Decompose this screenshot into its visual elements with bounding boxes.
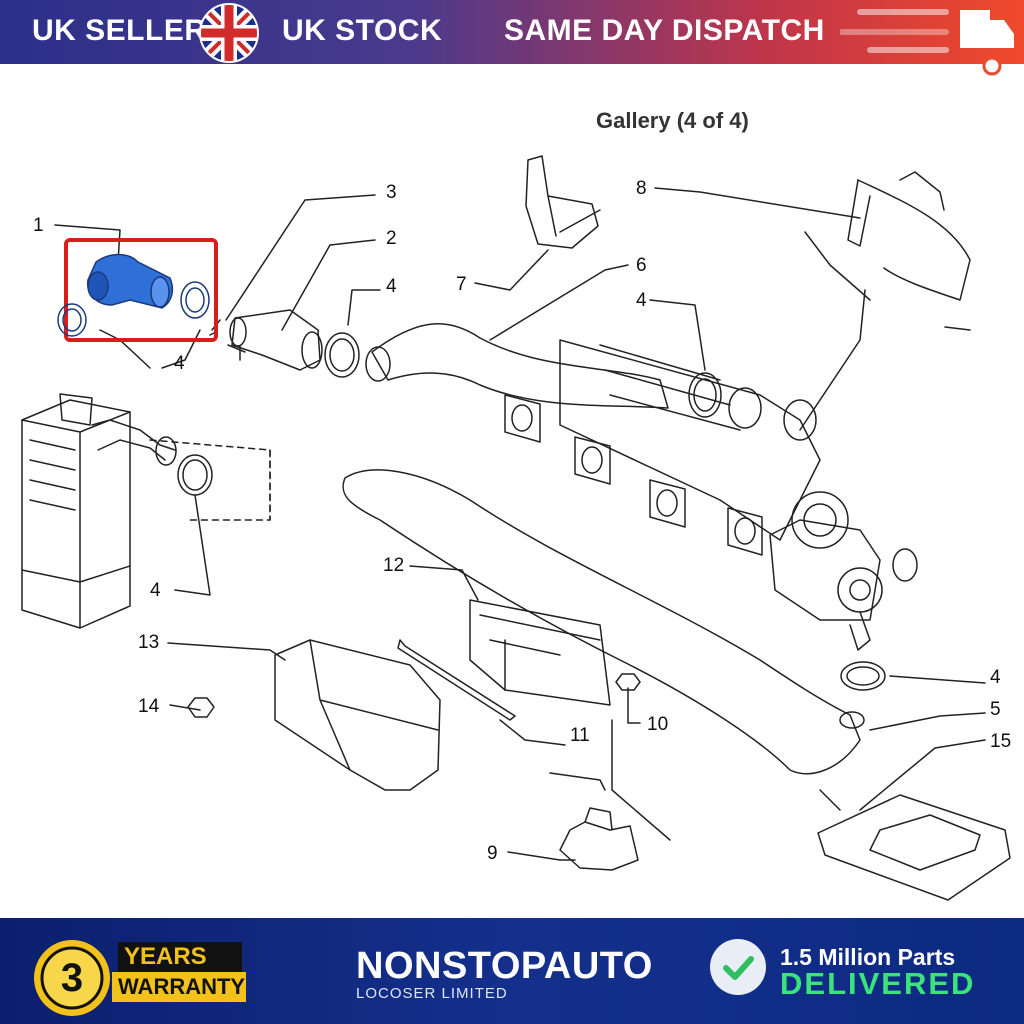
warranty-number: 3 bbox=[60, 956, 84, 1000]
brand-subtitle: LOCOSER LIMITED bbox=[356, 985, 508, 1002]
callout-15: 15 bbox=[990, 731, 1011, 752]
callout-4-mid: 4 bbox=[636, 290, 647, 311]
delivered-label: DELIVERED bbox=[780, 966, 976, 1001]
callout-13: 13 bbox=[138, 632, 159, 653]
parts-count-label: 1.5 Million Parts bbox=[780, 944, 956, 970]
callout-4-lower: 4 bbox=[150, 580, 161, 601]
delivery-truck-icon bbox=[960, 10, 1014, 76]
speed-lines-icon bbox=[840, 9, 949, 53]
callout-8: 8 bbox=[636, 178, 647, 199]
callout-11: 11 bbox=[570, 725, 590, 746]
highlighted-part-1 bbox=[57, 238, 218, 342]
check-icon bbox=[710, 939, 766, 995]
callout-7: 7 bbox=[456, 274, 467, 295]
callout-4-left: 4 bbox=[174, 353, 185, 374]
callout-4-top: 4 bbox=[386, 276, 397, 297]
callout-3: 3 bbox=[386, 182, 397, 203]
warranty-badge-icon bbox=[34, 940, 110, 1016]
callout-5: 5 bbox=[990, 699, 1001, 720]
callout-4-right: 4 bbox=[990, 667, 1001, 688]
warranty-years-label: YEARS bbox=[118, 942, 242, 972]
uk-flag-icon bbox=[199, 3, 259, 63]
callout-10: 10 bbox=[647, 714, 668, 735]
brand-logo: NONSTOPAUTO bbox=[356, 945, 653, 987]
warranty-label: WARRANTY bbox=[112, 972, 246, 1002]
callout-2: 2 bbox=[386, 228, 397, 249]
callout-14: 14 bbox=[138, 696, 160, 717]
callout-6: 6 bbox=[636, 255, 647, 276]
top-banner: UK SELLER UK STOCK SAME DAY DISPATCH bbox=[0, 0, 1024, 76]
same-day-dispatch-label: SAME DAY DISPATCH bbox=[504, 14, 825, 47]
callout-9: 9 bbox=[487, 843, 498, 864]
parts-diagram: 1 2 3 4 4 4 4 4 5 6 7 8 9 10 11 12 13 14… bbox=[21, 155, 1011, 901]
gallery-label: Gallery (4 of 4) bbox=[596, 108, 749, 133]
uk-seller-label: UK SELLER bbox=[32, 14, 207, 47]
callout-1: 1 bbox=[33, 215, 44, 236]
uk-stock-label: UK STOCK bbox=[282, 14, 443, 47]
callout-12: 12 bbox=[383, 555, 404, 576]
